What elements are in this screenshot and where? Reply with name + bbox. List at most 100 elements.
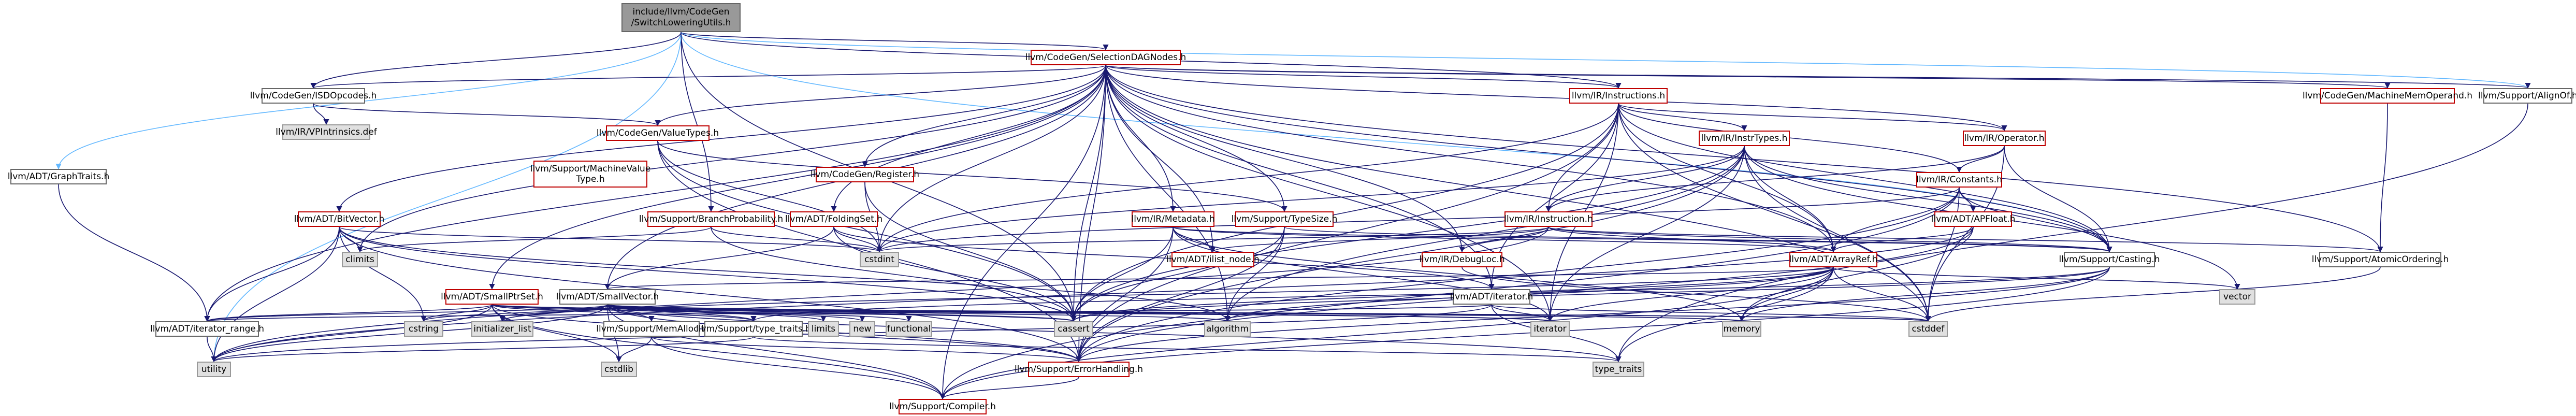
node-iteratorstd[interactable]: iterator bbox=[1530, 321, 1570, 337]
edge-branchprob-to-climits bbox=[357, 226, 712, 253]
node-atomicordering[interactable]: llvm/Support/AtomicOrdering.h bbox=[2312, 252, 2449, 267]
edge-instruction-to-ilistnode bbox=[1210, 226, 1549, 253]
edge-instructions-to-instruction bbox=[1545, 103, 1619, 212]
edge-instrtypes-to-cstddef bbox=[1744, 146, 1931, 322]
edge-isdopcodes-to-vpintrinsics bbox=[313, 103, 329, 125]
edge-memalloc-to-cstdlib bbox=[616, 336, 652, 363]
node-casting[interactable]: llvm/Support/Casting.h bbox=[2059, 252, 2160, 267]
edge-bitvector-to-iterrange bbox=[204, 226, 340, 322]
node-iterrange[interactable]: llvm/ADT/iterator_range.h bbox=[150, 321, 264, 337]
node-vector[interactable]: vector bbox=[2219, 289, 2255, 305]
node-mmoperand[interactable]: llvm/CodeGen/MachineMemOperand.h bbox=[2303, 88, 2472, 104]
edge-arrayref-to-cstddef bbox=[1833, 267, 1931, 322]
node-cstring[interactable]: cstring bbox=[404, 321, 443, 337]
node-cstdlib[interactable]: cstdlib bbox=[601, 362, 637, 377]
edge-casting-to-compiler bbox=[939, 267, 2110, 400]
node-typesize[interactable]: llvm/Support/TypeSize.h bbox=[1232, 211, 1337, 227]
node-bitvector[interactable]: llvm/ADT/BitVector.h bbox=[294, 211, 384, 227]
node-new[interactable]: new bbox=[849, 321, 875, 337]
edge-casting-to-errorhandling bbox=[1076, 267, 2110, 363]
root-line2: /SwitchLoweringUtils.h bbox=[631, 18, 731, 28]
node-branchprob[interactable]: llvm/Support/BranchProbability.h bbox=[639, 211, 783, 227]
node-memory[interactable]: memory bbox=[1722, 321, 1761, 337]
node-typetraits[interactable]: llvm/Support/type_traits.h bbox=[696, 321, 811, 337]
edge-constants-to-cstddef bbox=[1925, 187, 1960, 322]
edge-sdnodes-to-compiler bbox=[939, 65, 1106, 400]
edge-sdnodes-to-mmoperand bbox=[1105, 65, 2390, 89]
node-sdnodes[interactable]: llvm/CodeGen/SelectionDAGNodes.h bbox=[1025, 50, 1186, 65]
node-vpintrinsics[interactable]: llvm/IR/VPIntrinsics.def bbox=[276, 124, 377, 140]
node-root[interactable]: include/llvm/CodeGen /SwitchLoweringUtil… bbox=[621, 3, 741, 32]
edge-sdnodes-to-typesize bbox=[1105, 65, 1287, 212]
node-metadata[interactable]: llvm/IR/Metadata.h bbox=[1131, 211, 1215, 227]
edge-smallvector-to-typetraitsstd bbox=[607, 304, 1622, 363]
edge-constants-to-compiler bbox=[939, 187, 1960, 400]
node-cstdint[interactable]: cstdint bbox=[860, 252, 899, 267]
edge-metadata-to-errorhandling bbox=[1076, 226, 1174, 363]
edge-typesize-to-cassert bbox=[1070, 226, 1285, 322]
node-typetraitsstd[interactable]: type_traits bbox=[1593, 362, 1644, 377]
edge-bitvector-to-cstdint bbox=[339, 226, 882, 253]
node-valuetypes[interactable]: llvm/CodeGen/ValueTypes.h bbox=[597, 125, 719, 141]
node-functional[interactable]: functional bbox=[886, 321, 932, 337]
node-ilistnode[interactable]: llvm/ADT/ilist_node.h bbox=[1166, 252, 1260, 267]
edge-arrayref-to-algorithm bbox=[1224, 267, 1834, 322]
node-constants[interactable]: llvm/IR/Constants.h bbox=[1916, 172, 2002, 188]
node-instruction[interactable]: llvm/IR/Instruction.h bbox=[1504, 211, 1593, 227]
node-memalloc[interactable]: llvm/Support/MemAlloc.h bbox=[596, 321, 707, 337]
edge-smallptrset-to-iterrange bbox=[204, 304, 493, 322]
node-compiler[interactable]: llvm/Support/Compiler.h bbox=[889, 399, 996, 414]
edge-smallvector-to-iterrange bbox=[204, 304, 608, 322]
edge-sdnodes-to-foldingset bbox=[831, 65, 1106, 212]
node-errorhandling[interactable]: llvm/Support/ErrorHandling.h bbox=[1015, 362, 1143, 377]
node-graphtraits[interactable]: llvm/ADT/GraphTraits.h bbox=[8, 169, 109, 184]
edge-sdnodes-to-cstdint bbox=[876, 65, 1106, 253]
node-mvt[interactable]: llvm/Support/MachineValue Type.h bbox=[530, 161, 650, 188]
node-limits[interactable]: limits bbox=[808, 321, 839, 337]
edge-smallvector-to-typetraits bbox=[607, 304, 757, 322]
edge-instructions-to-cstddef bbox=[1618, 103, 1931, 322]
edge-instructions-to-instrtypes bbox=[1618, 103, 1747, 132]
edge-smallvector-to-cstring bbox=[421, 304, 608, 322]
node-instructions[interactable]: llvm/IR/Instructions.h bbox=[1569, 88, 1668, 104]
edge-sdnodes-to-valuetypes bbox=[655, 65, 1106, 126]
edge-instruction-to-atomicordering bbox=[1548, 226, 2383, 253]
node-foldingset[interactable]: llvm/ADT/FoldingSet.h bbox=[785, 211, 882, 227]
edge-iterator-to-iterrange bbox=[205, 304, 1492, 322]
edge-typetraits-to-utility bbox=[211, 336, 754, 363]
edge-smallvector-to-memory bbox=[607, 304, 1744, 322]
node-register[interactable]: llvm/CodeGen/Register.h bbox=[811, 167, 919, 182]
edge-sdnodes-to-climits bbox=[357, 65, 1106, 253]
node-smallptrset[interactable]: llvm/ADT/SmallPtrSet.h bbox=[441, 289, 543, 305]
mvt-line1: llvm/Support/MachineValue bbox=[530, 163, 651, 174]
edge-sdnodes-to-algorithm bbox=[1105, 65, 1231, 322]
edge-branchprob-to-cstdint bbox=[711, 226, 882, 253]
node-smallvector[interactable]: llvm/ADT/SmallVector.h bbox=[556, 289, 659, 305]
node-debugloc[interactable]: llvm/IR/DebugLoc.h bbox=[1419, 252, 1505, 267]
edge-errorhandling-to-compiler bbox=[939, 377, 1079, 400]
node-alignof[interactable]: llvm/Support/AlignOf.h bbox=[2478, 88, 2576, 104]
node-operator[interactable]: llvm/IR/Operator.h bbox=[1963, 131, 2046, 146]
edge-alignof-to-typetraitsstd bbox=[1615, 103, 2528, 363]
edge-valuetypes-to-cstdint bbox=[657, 140, 882, 253]
node-climits[interactable]: climits bbox=[342, 252, 378, 267]
node-cassert[interactable]: cassert bbox=[1054, 321, 1093, 337]
edge-sdnodes-to-arrayref bbox=[1105, 65, 1836, 253]
node-cstddef[interactable]: cstddef bbox=[1908, 321, 1948, 337]
node-apfloat[interactable]: llvm/ADT/APFloat.h bbox=[1931, 211, 2015, 227]
node-isdopcodes[interactable]: llvm/CodeGen/ISDOpcodes.h bbox=[250, 88, 377, 104]
edge-typetraits-to-typetraitsstd bbox=[753, 336, 1621, 363]
edge-atomicordering-to-cstddef bbox=[1925, 267, 2381, 322]
node-arrayref[interactable]: llvm/ADT/ArrayRef.h bbox=[1789, 252, 1877, 267]
edge-iterrange-to-utility bbox=[207, 336, 217, 363]
node-initlist[interactable]: initializer_list bbox=[471, 321, 533, 337]
edge-instrtypes-to-errorhandling bbox=[1076, 146, 1745, 363]
node-instrtypes[interactable]: llvm/IR/InstrTypes.h bbox=[1699, 131, 1790, 146]
node-iterator[interactable]: llvm/ADT/iterator.h bbox=[1450, 289, 1533, 305]
edge-sdnodes-to-instructions bbox=[1105, 65, 1622, 89]
edge-sdnodes-to-alignof bbox=[1105, 65, 2530, 89]
node-utility[interactable]: utility bbox=[197, 362, 231, 377]
node-algorithm[interactable]: algorithm bbox=[1204, 321, 1251, 337]
edge-sdnodes-to-debugloc bbox=[1105, 65, 1465, 253]
